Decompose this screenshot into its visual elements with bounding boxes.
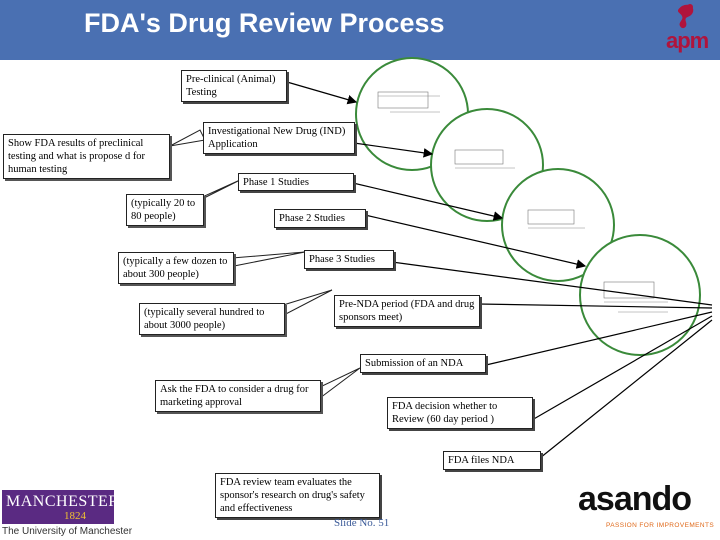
step-ind-application: Investigational New Drug (IND) Applicati… <box>203 122 355 154</box>
manchester-caption: The University of Manchester <box>2 526 133 537</box>
apm-figure-icon <box>677 4 694 29</box>
step-pre-nda-period: Pre-NDA period (FDA and drug sponsors me… <box>334 295 480 327</box>
asando-tagline: PASSION FOR IMPROVEMENTS <box>606 522 715 529</box>
apm-logo: apm <box>660 2 718 56</box>
step-phase-3: Phase 3 Studies <box>304 250 394 269</box>
step-phase-1: Phase 1 Studies <box>238 173 354 191</box>
manchester-year: 1824 <box>64 510 86 522</box>
apm-wordmark: apm <box>666 28 709 53</box>
manchester-logo: MANCHESTER 1824 <box>2 490 119 524</box>
callout-phase2-size: (typically a few dozen to about 300 peop… <box>118 252 234 284</box>
asando-logo: asando PASSION FOR IMPROVEMENTS <box>578 480 718 536</box>
step-fda-files-nda: FDA files NDA <box>443 451 541 470</box>
title-bar <box>0 0 720 60</box>
slide-number: Slide No. 51 <box>334 517 390 529</box>
callout-show-fda-results: Show FDA results of preclinical testing … <box>3 134 170 179</box>
slide-title: FDA's Drug Review Process <box>84 8 445 38</box>
callout-ask-fda: Ask the FDA to consider a drug for marke… <box>155 380 321 412</box>
callout-phase3-size: (typically several hundred to about 3000… <box>139 303 285 335</box>
step-submission-nda: Submission of an NDA <box>360 354 486 373</box>
manchester-wordmark: MANCHESTER <box>6 493 120 510</box>
step-fda-decision: FDA decision whether to Review (60 day p… <box>387 397 533 429</box>
step-fda-review-team: FDA review team evaluates the sponsor's … <box>215 473 380 518</box>
step-preclinical-testing: Pre-clinical (Animal) Testing <box>181 70 287 102</box>
step-phase-2: Phase 2 Studies <box>274 209 366 228</box>
callout-phase1-size: (typically 20 to 80 people) <box>126 194 204 226</box>
asando-wordmark: asando <box>578 480 692 518</box>
